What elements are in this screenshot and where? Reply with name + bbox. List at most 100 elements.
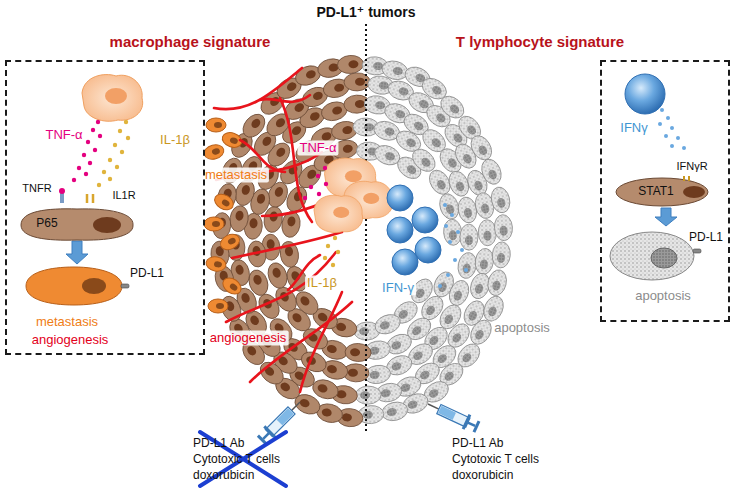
- tumor-cell: [299, 398, 311, 409]
- macrophage-cells: [363, 193, 379, 204]
- metastasis-cells: [214, 261, 223, 268]
- tumor-cell: [491, 241, 511, 268]
- tnf-alpha-dots: [316, 174, 320, 178]
- treatment-label: doxorubicin: [193, 469, 254, 483]
- blood-vessels: [260, 95, 310, 102]
- tumor-cell: [240, 184, 251, 196]
- block-arrow: [655, 208, 677, 226]
- tumor-cell: [355, 386, 382, 405]
- tumor-cell: [451, 332, 463, 345]
- right-panel-ifn-dots: [670, 144, 674, 148]
- left-panel-il1-dots: [97, 183, 101, 187]
- process-label: apoptosis: [492, 321, 552, 336]
- tumor-cell: [485, 268, 509, 298]
- t-cells: [387, 217, 413, 243]
- treatment-label: Cytotoxic T cells: [193, 453, 280, 467]
- tumor-cell: [434, 112, 447, 124]
- right-panel-ifn-dots: [660, 108, 664, 112]
- tumor-cell: [446, 277, 473, 308]
- blood-vessels: [232, 232, 342, 258]
- right-panel-ifn-dots: [664, 134, 668, 138]
- tumor-cell: [380, 400, 409, 423]
- tumor-cell: [466, 316, 495, 348]
- tumor-cell: [285, 81, 298, 93]
- tumor-cell: [350, 348, 360, 356]
- blood-vessels: [280, 98, 312, 222]
- ifn-gamma-dots: [444, 224, 448, 228]
- macrophage-cells: [314, 158, 393, 233]
- panel-box: TNF-αIL-1βTNFRIL1RP65PD-L1metastasisangi…: [5, 60, 205, 355]
- metastasis-cells: [227, 237, 237, 246]
- tumor-cell: [261, 135, 273, 148]
- cell-shape: [684, 176, 689, 181]
- tumor-cell: [380, 58, 410, 82]
- tumor-cell: [390, 361, 402, 372]
- tumor-cell: [477, 144, 489, 157]
- tumor-cell: [250, 117, 263, 130]
- t-cells: [412, 207, 438, 233]
- tumor-cell: [461, 152, 473, 165]
- tumor-cell-node: PD-L1metastasisangiogenesis: [22, 264, 172, 352]
- ifn-gamma-dots: [443, 203, 447, 207]
- tumor-cell: [437, 281, 448, 293]
- tumor-cell: [359, 327, 370, 336]
- metastasis-cells: [218, 231, 242, 252]
- tumor-cell: [321, 407, 333, 417]
- syringe-symbol: [438, 406, 456, 420]
- node-label: PD-L1: [689, 231, 723, 245]
- right-panel-ifn-dots: [682, 146, 686, 150]
- tumor-cell: [463, 207, 473, 218]
- block-arrow: [66, 241, 88, 264]
- tumor-cell: [256, 193, 267, 205]
- syringe-symbol: [425, 397, 482, 435]
- tumor-cell: [480, 293, 507, 324]
- tumor-cell: [479, 259, 488, 270]
- tumor-cell: [342, 413, 353, 422]
- center-divider: [365, 24, 367, 432]
- tumor-cell: [466, 316, 495, 348]
- syringe-symbol: [263, 425, 276, 438]
- tumor-cell: [412, 120, 425, 132]
- tumor-cell: [418, 369, 431, 381]
- t-cells: [392, 249, 418, 275]
- tumor-cell: [235, 264, 245, 275]
- tumor-cell-node: PD-L1apoptosis: [608, 226, 727, 316]
- panel-box: IFNγIFNγRSTAT1PD-L1apoptosis: [600, 60, 730, 322]
- left-panel-tnf-dots: [96, 120, 100, 124]
- tumor-cell: [461, 351, 474, 364]
- tumor-cell: [305, 69, 317, 80]
- syringe-symbol: [277, 408, 294, 425]
- tumor-cell: [460, 224, 478, 250]
- tumor-cell: [239, 110, 270, 141]
- tumor-cell: [240, 292, 251, 304]
- cell-shape: [693, 249, 701, 253]
- left-panel-il1-dots: [97, 120, 130, 187]
- tumor-cell: [384, 126, 396, 137]
- tumor-cell: [467, 132, 496, 164]
- tumor-cell: [337, 55, 364, 75]
- tumor-cell: [478, 219, 497, 246]
- metastasis-cells: [229, 282, 239, 292]
- center-divider: [366, 24, 367, 432]
- left-panel-tnf-dots: [77, 166, 81, 170]
- right-panel-ifn-dots: [676, 136, 680, 140]
- metastasis-cells: [229, 136, 239, 144]
- tumor-cell: [446, 277, 473, 308]
- tumor-cell: [333, 83, 344, 93]
- il-1beta-dots: [323, 236, 340, 267]
- tumor-cell: [348, 369, 358, 377]
- tumor-cell: [489, 185, 512, 214]
- metastasis-cells: [211, 148, 220, 156]
- node-label: IFNγ: [620, 121, 647, 136]
- cell-shape: [616, 178, 708, 206]
- il-1beta-dots: [323, 256, 327, 260]
- cell-shape: [21, 209, 133, 240]
- metastasis-cells: [206, 118, 226, 132]
- tumor-cell: [274, 146, 287, 159]
- syringe-symbol: [462, 414, 471, 430]
- tumor-cell: [326, 344, 338, 355]
- tumor-cell: [273, 186, 284, 198]
- tumor-cell: [491, 241, 511, 268]
- tumor-cells: [210, 55, 513, 428]
